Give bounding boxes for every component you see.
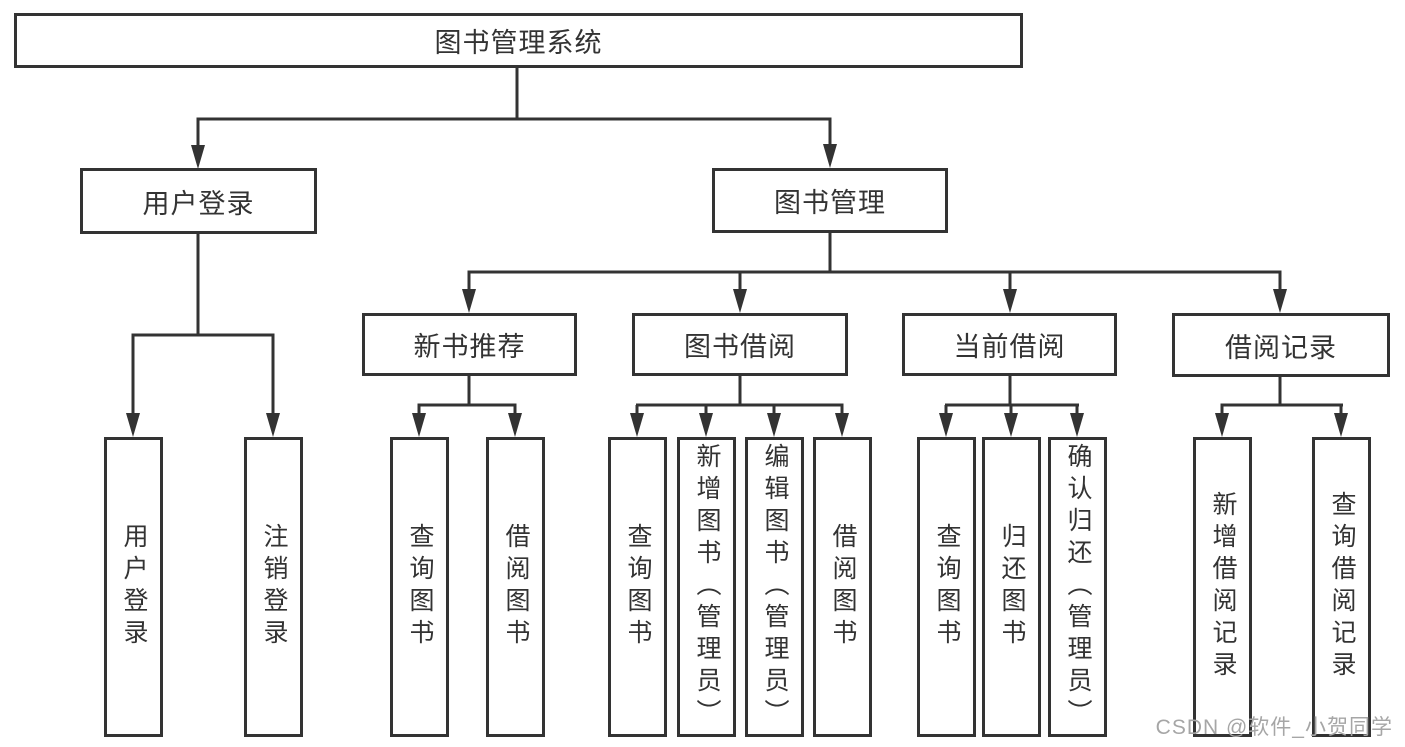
connector-borrow-records-to-leaves xyxy=(1215,375,1348,437)
node-new-book-recommend-label: 新书推荐 xyxy=(413,332,526,362)
connector-root-to-level2 xyxy=(191,68,837,169)
leaf-query-books-recommend-label: 查询图书 xyxy=(406,523,434,651)
node-user-login: 用户登录 xyxy=(80,168,317,234)
leaf-logout: 注销登录 xyxy=(244,437,303,737)
leaf-user-login: 用户登录 xyxy=(104,437,163,737)
leaf-add-book-admin: 新增图书（管理员） xyxy=(677,437,736,737)
leaf-borrow-books-borrow: 借阅图书 xyxy=(813,437,872,737)
leaf-logout-label: 注销登录 xyxy=(260,523,288,651)
leaf-return-book: 归还图书 xyxy=(982,437,1041,737)
leaf-query-borrow-record: 查询借阅记录 xyxy=(1312,437,1371,737)
leaf-edit-book-admin-label: 编辑图书（管理员） xyxy=(761,443,789,731)
node-borrow-records: 借阅记录 xyxy=(1172,313,1390,377)
node-book-management: 图书管理 xyxy=(712,168,948,233)
connector-new-book-to-leaves xyxy=(412,375,522,437)
node-borrow-records-label: 借阅记录 xyxy=(1225,332,1337,363)
leaf-query-books-borrow-label: 查询图书 xyxy=(624,523,652,651)
leaf-add-book-admin-label: 新增图书（管理员） xyxy=(693,443,721,731)
node-book-borrow-label: 图书借阅 xyxy=(684,332,796,362)
leaf-query-books-recommend: 查询图书 xyxy=(390,437,449,737)
node-new-book-recommend: 新书推荐 xyxy=(362,313,577,376)
leaf-borrow-books-recommend: 借阅图书 xyxy=(486,437,545,737)
node-root-label: 图书管理系统 xyxy=(434,28,603,58)
node-user-login-label: 用户登录 xyxy=(142,188,255,219)
leaf-return-book-label: 归还图书 xyxy=(998,523,1026,651)
leaf-query-books-current-label: 查询图书 xyxy=(933,523,961,651)
leaf-edit-book-admin: 编辑图书（管理员） xyxy=(745,437,804,737)
leaf-confirm-return-admin: 确认归还（管理员） xyxy=(1048,437,1107,737)
connector-book-management-to-level3 xyxy=(462,232,1287,313)
leaf-borrow-books-borrow-label: 借阅图书 xyxy=(829,523,857,651)
node-root: 图书管理系统 xyxy=(14,13,1023,68)
leaf-query-books-current: 查询图书 xyxy=(917,437,976,737)
connector-current-borrow-to-leaves xyxy=(939,375,1084,437)
node-current-borrow-label: 当前借阅 xyxy=(953,332,1066,362)
leaf-add-borrow-record: 新增借阅记录 xyxy=(1193,437,1252,737)
node-book-borrow: 图书借阅 xyxy=(632,313,848,376)
leaf-add-borrow-record-label: 新增借阅记录 xyxy=(1209,491,1237,683)
connector-book-borrow-to-leaves xyxy=(630,375,849,437)
leaf-confirm-return-admin-label: 确认归还（管理员） xyxy=(1064,443,1092,731)
connector-user-login-to-leaves xyxy=(126,233,280,437)
leaf-query-borrow-record-label: 查询借阅记录 xyxy=(1328,491,1356,683)
csdn-watermark: CSDN @软件_小贺同学 xyxy=(1155,716,1393,739)
leaf-user-login-label: 用户登录 xyxy=(120,523,148,651)
node-current-borrow: 当前借阅 xyxy=(902,313,1117,376)
leaf-borrow-books-recommend-label: 借阅图书 xyxy=(502,523,530,651)
node-book-management-label: 图书管理 xyxy=(774,188,886,218)
leaf-query-books-borrow: 查询图书 xyxy=(608,437,667,737)
